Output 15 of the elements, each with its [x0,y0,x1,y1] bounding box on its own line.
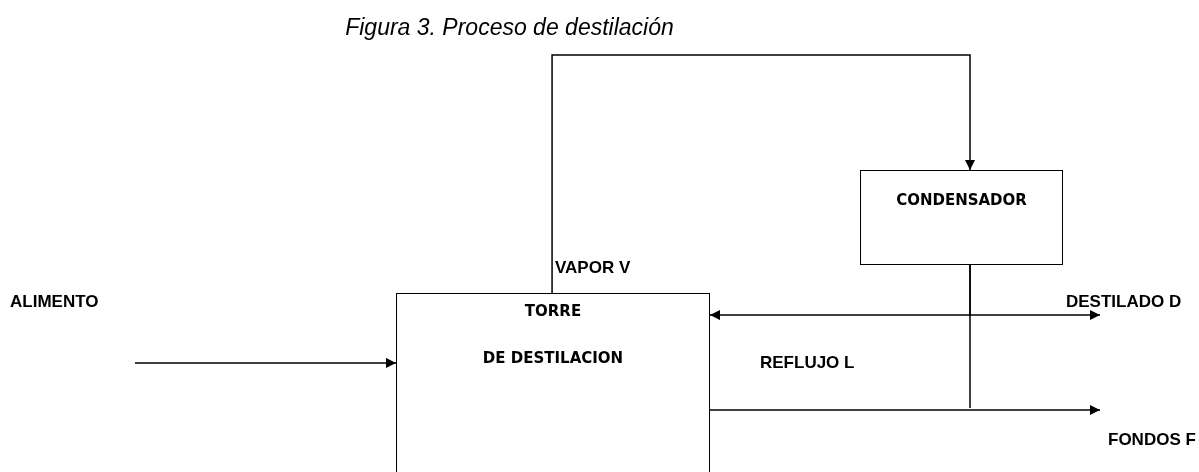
arrow [134,357,397,368]
figure-title: Figura 3. Proceso de destilación [345,14,674,40]
node-label: TORRE [524,302,582,320]
edge-label: VAPOR V [555,258,631,278]
tower-box [396,293,710,472]
edge-label: FONDOS F [1108,430,1196,450]
node-label: DE DESTILACION [482,349,624,367]
edge-label: DESTILADO D [1066,292,1182,312]
arrow [551,54,976,294]
edge-label: REFLUJO L [760,353,855,373]
condenser-box [860,170,1063,265]
node-label: CONDENSADOR [896,191,1027,209]
arrow [969,264,1101,320]
arrow [709,405,1101,415]
edge-label: ALIMENTO [10,292,99,312]
